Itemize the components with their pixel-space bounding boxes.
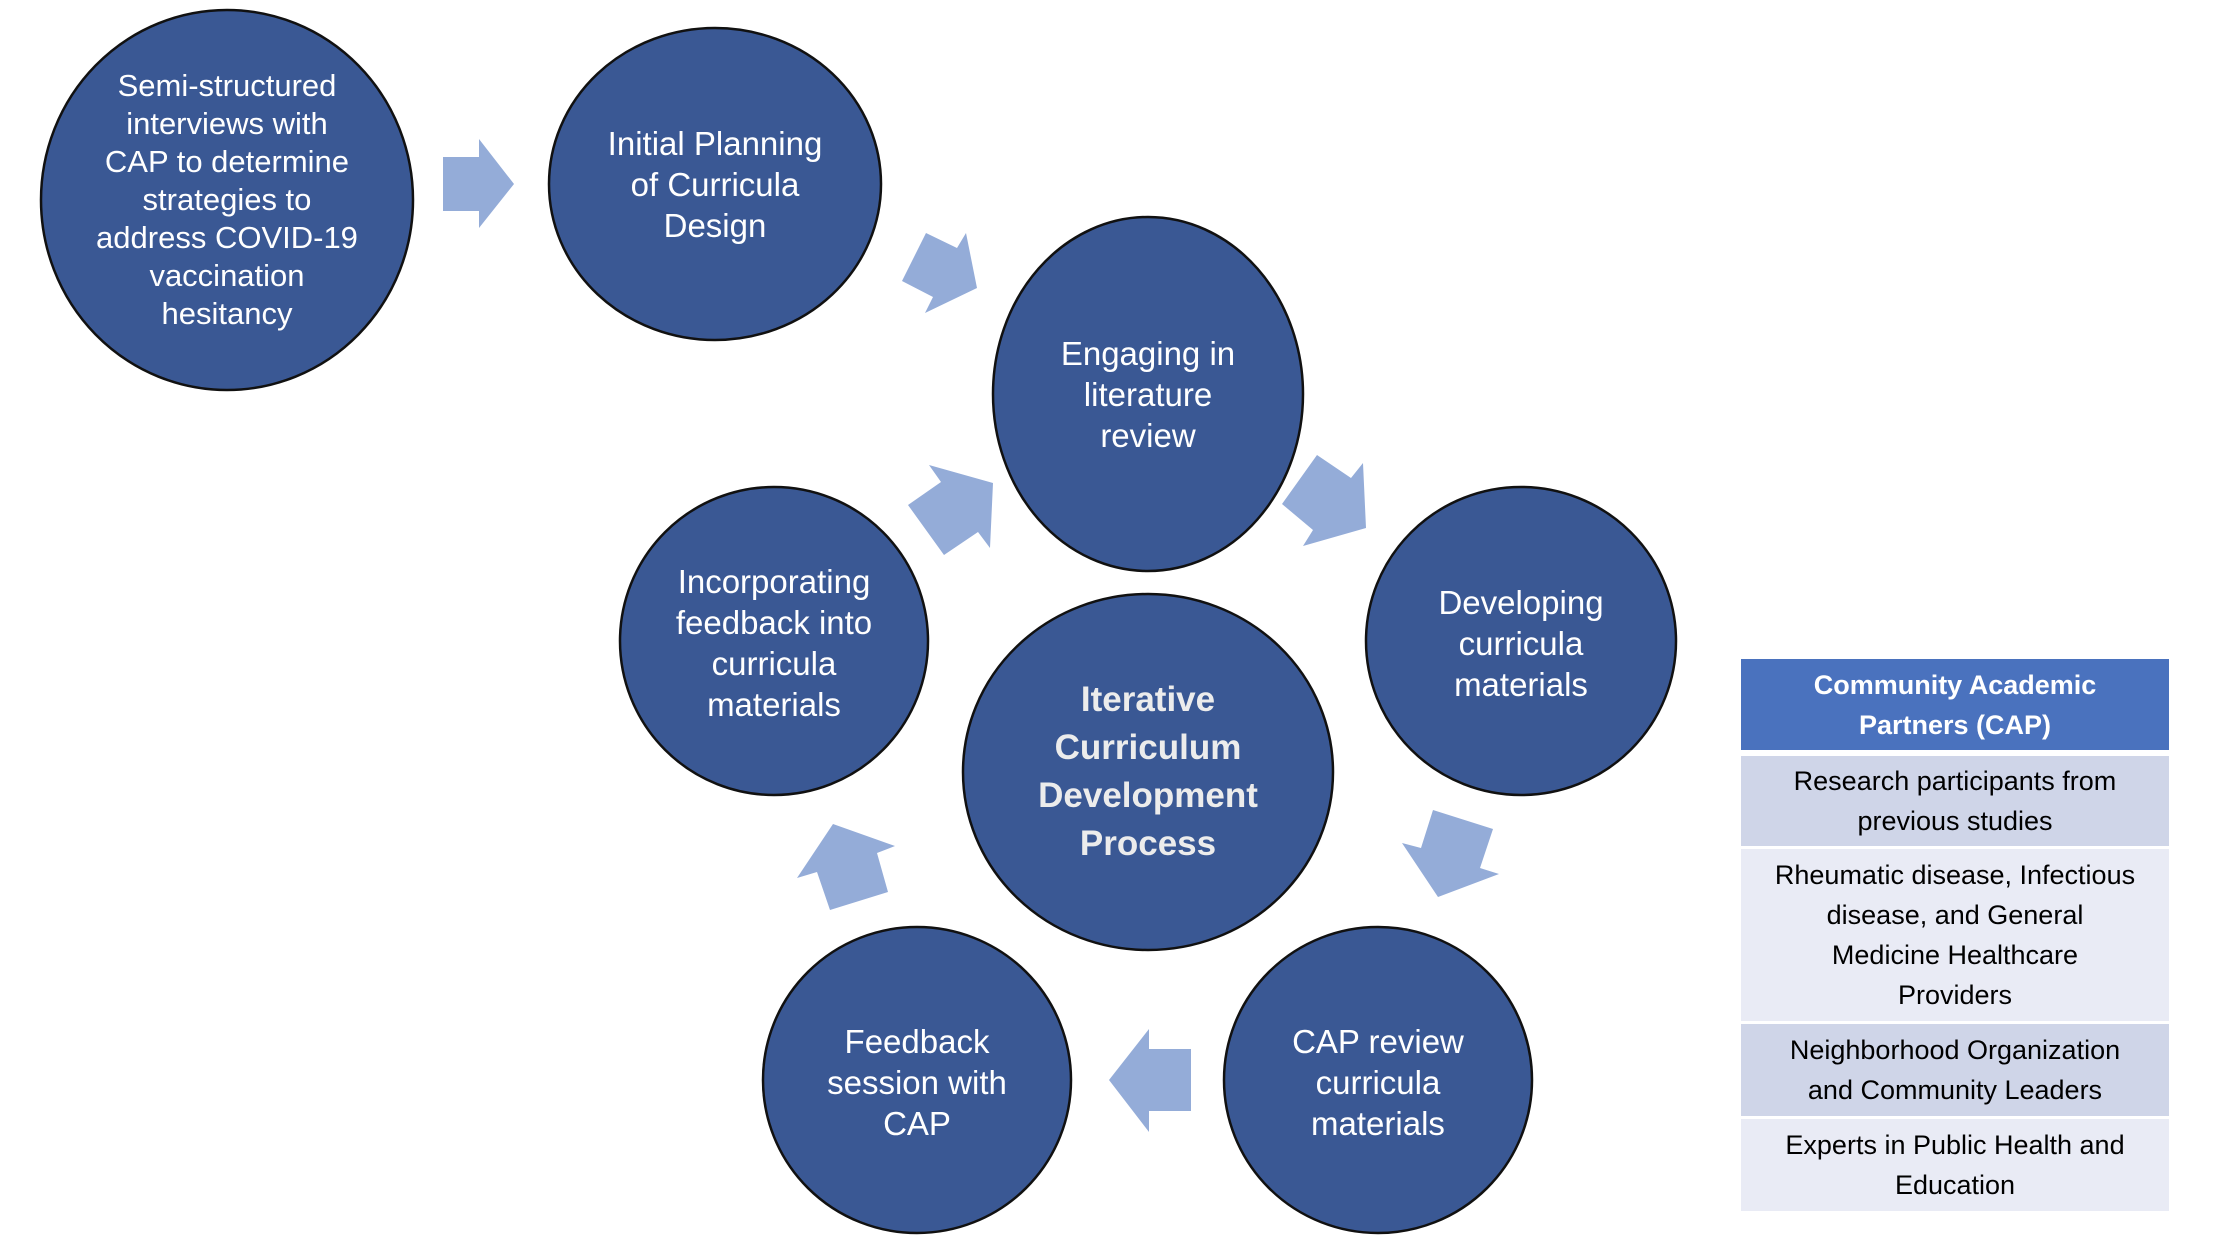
arrow-planning-to-literature (902, 233, 977, 313)
cap-table-row: Experts in Public Health and Education (1741, 1119, 2169, 1211)
node-initial-planning (547, 26, 883, 342)
cap-table: Community Academic Partners (CAP) Resear… (1741, 659, 2169, 1214)
cap-row-text: Neighborhood Organization and Community … (1789, 1035, 2121, 1105)
node-literature-review (991, 215, 1305, 573)
cap-table-row: Neighborhood Organization and Community … (1741, 1024, 2169, 1116)
arrow-developing-to-review (1402, 810, 1499, 897)
node-semi-structured-interviews (39, 8, 415, 392)
arrow-feedback-to-incorporating (797, 824, 895, 910)
node-developing-materials (1364, 485, 1678, 797)
node-feedback-session (761, 925, 1073, 1235)
cap-table-header: Community Academic Partners (CAP) (1741, 659, 2169, 750)
cap-table-row: Research participants from previous stud… (1741, 756, 2169, 846)
arrow-literature-to-developing (1282, 455, 1366, 546)
node-cap-review (1222, 925, 1534, 1235)
arrow-interviews-to-planning (443, 139, 514, 228)
arrow-incorporating-to-literature (908, 465, 993, 555)
cap-table-row: Rheumatic disease, Infectious disease, a… (1741, 849, 2169, 1021)
cap-row-text: Rheumatic disease, Infectious disease, a… (1774, 860, 2136, 1010)
cap-row-text: Research participants from previous stud… (1793, 766, 2117, 836)
cap-row-text: Experts in Public Health and Education (1785, 1130, 2125, 1200)
arrow-review-to-feedback (1109, 1029, 1191, 1132)
node-center-process (961, 592, 1335, 952)
node-incorporating-feedback (618, 485, 930, 797)
cap-table-header-text: Community Academic Partners (CAP) (1813, 669, 2097, 740)
